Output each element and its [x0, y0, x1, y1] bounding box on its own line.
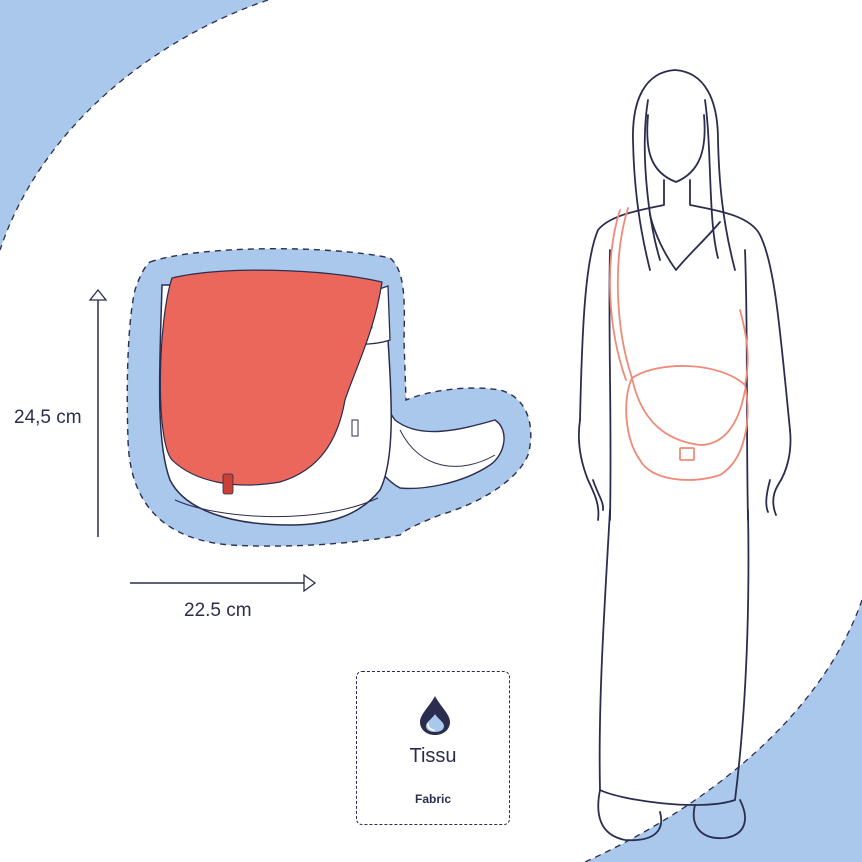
width-dimension-label: 22.5 cm — [184, 600, 252, 621]
height-dimension-label: 24,5 cm — [14, 407, 82, 428]
width-dimension-arrow — [130, 573, 317, 593]
bag-illustration — [126, 248, 532, 547]
bag-flap — [159, 269, 383, 486]
bag-on-figure — [609, 207, 749, 481]
material-subtitle: Fabric — [414, 792, 451, 806]
height-dimension-arrow — [88, 288, 108, 537]
flap-clasp — [222, 473, 234, 495]
water-drop-icon — [420, 696, 450, 735]
material-name: Tissu — [409, 745, 457, 767]
woman-figure — [577, 69, 792, 842]
bottom-right-blue-shape — [585, 600, 862, 862]
top-left-blue-shape — [0, 0, 268, 250]
material-card: Tissu Fabric — [356, 671, 510, 825]
